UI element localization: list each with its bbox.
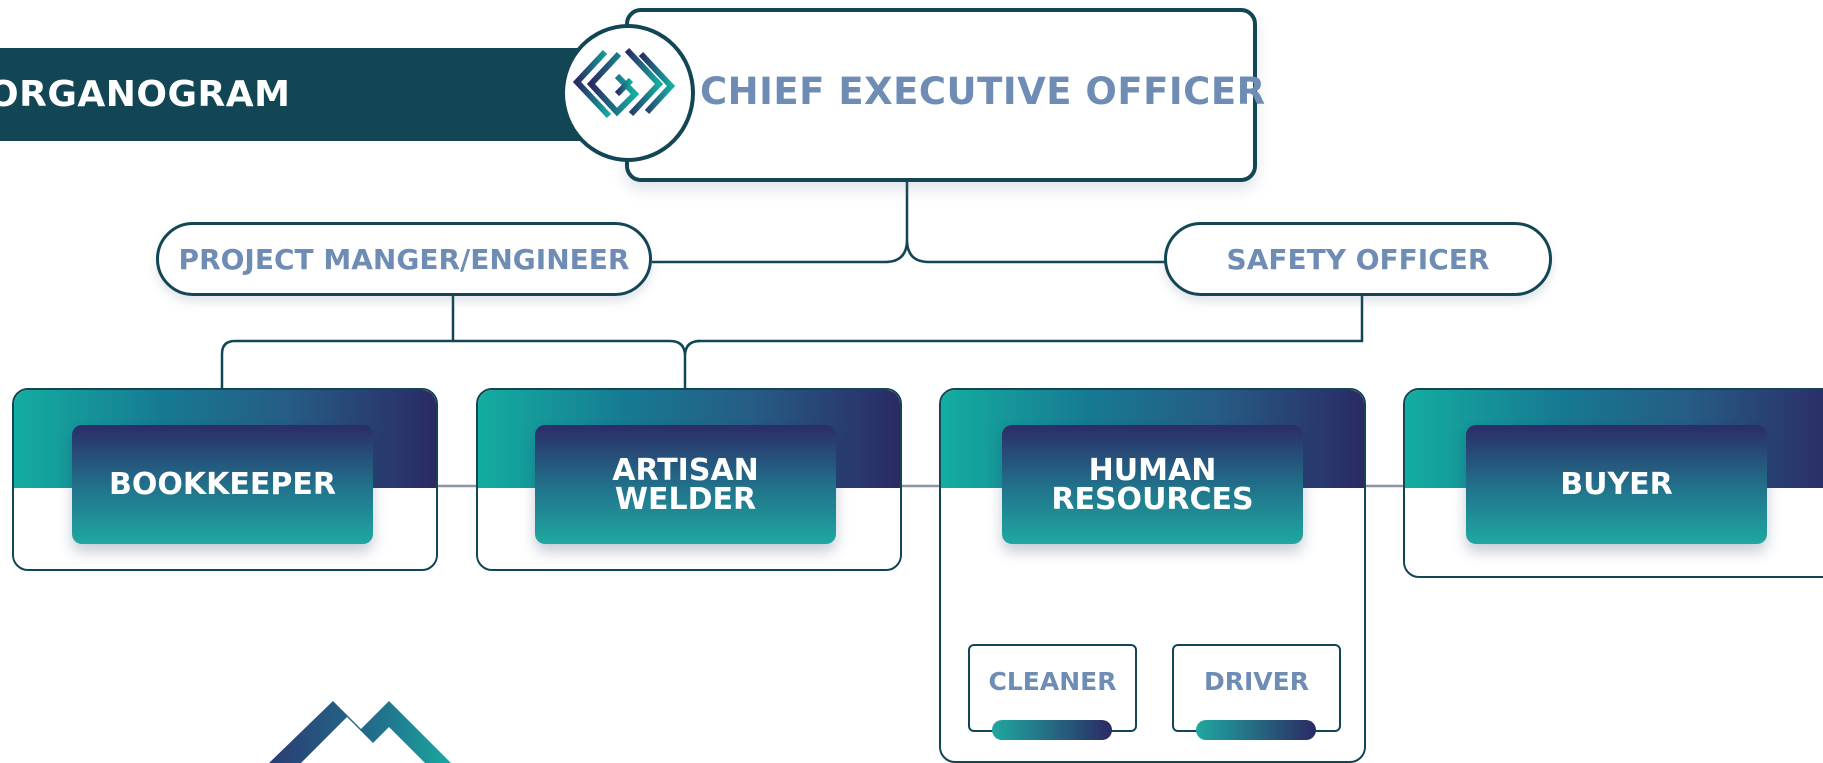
organogram-title: ORGANOGRAM: [0, 74, 291, 115]
artisan-welder-label: ARTISAN WELDER: [612, 452, 759, 517]
ceo-box: [625, 8, 1257, 182]
ceo-title: CHIEF EXECUTIVE OFFICER: [700, 70, 1266, 113]
cleaner-label: CLEANER: [988, 666, 1117, 696]
driver-accent-bar: [1196, 720, 1316, 740]
project-manager-node: PROJECT MANGER/ENGINEER: [156, 222, 652, 296]
safety-officer-node: SAFETY OFFICER: [1164, 222, 1552, 296]
buyer-label-box: BUYER: [1466, 425, 1767, 544]
buyer-label: BUYER: [1560, 467, 1673, 502]
company-logo-badge: [561, 24, 695, 162]
cleaner-accent-bar: [992, 720, 1112, 740]
ceo-connector: [652, 182, 1165, 264]
driver-label: DRIVER: [1204, 666, 1309, 696]
safety-connector: [697, 296, 1364, 343]
department-bus: [220, 339, 701, 388]
bookkeeper-label-box: BOOKKEEPER: [72, 425, 373, 544]
project-manager-label: PROJECT MANGER/ENGINEER: [178, 242, 630, 276]
bookkeeper-label: BOOKKEEPER: [109, 467, 336, 502]
watermark-logo-icon: [269, 701, 451, 763]
diamond-logo-icon: [572, 47, 676, 119]
driver-node: DRIVER: [1172, 644, 1341, 732]
safety-officer-label: SAFETY OFFICER: [1226, 242, 1490, 276]
human-resources-label-box: HUMAN RESOURCES: [1002, 425, 1303, 544]
artisan-welder-label-box: ARTISAN WELDER: [535, 425, 836, 544]
cleaner-node: CLEANER: [968, 644, 1137, 732]
title-banner: ORGANOGRAM: [0, 48, 600, 141]
human-resources-label: HUMAN RESOURCES: [1051, 452, 1254, 517]
